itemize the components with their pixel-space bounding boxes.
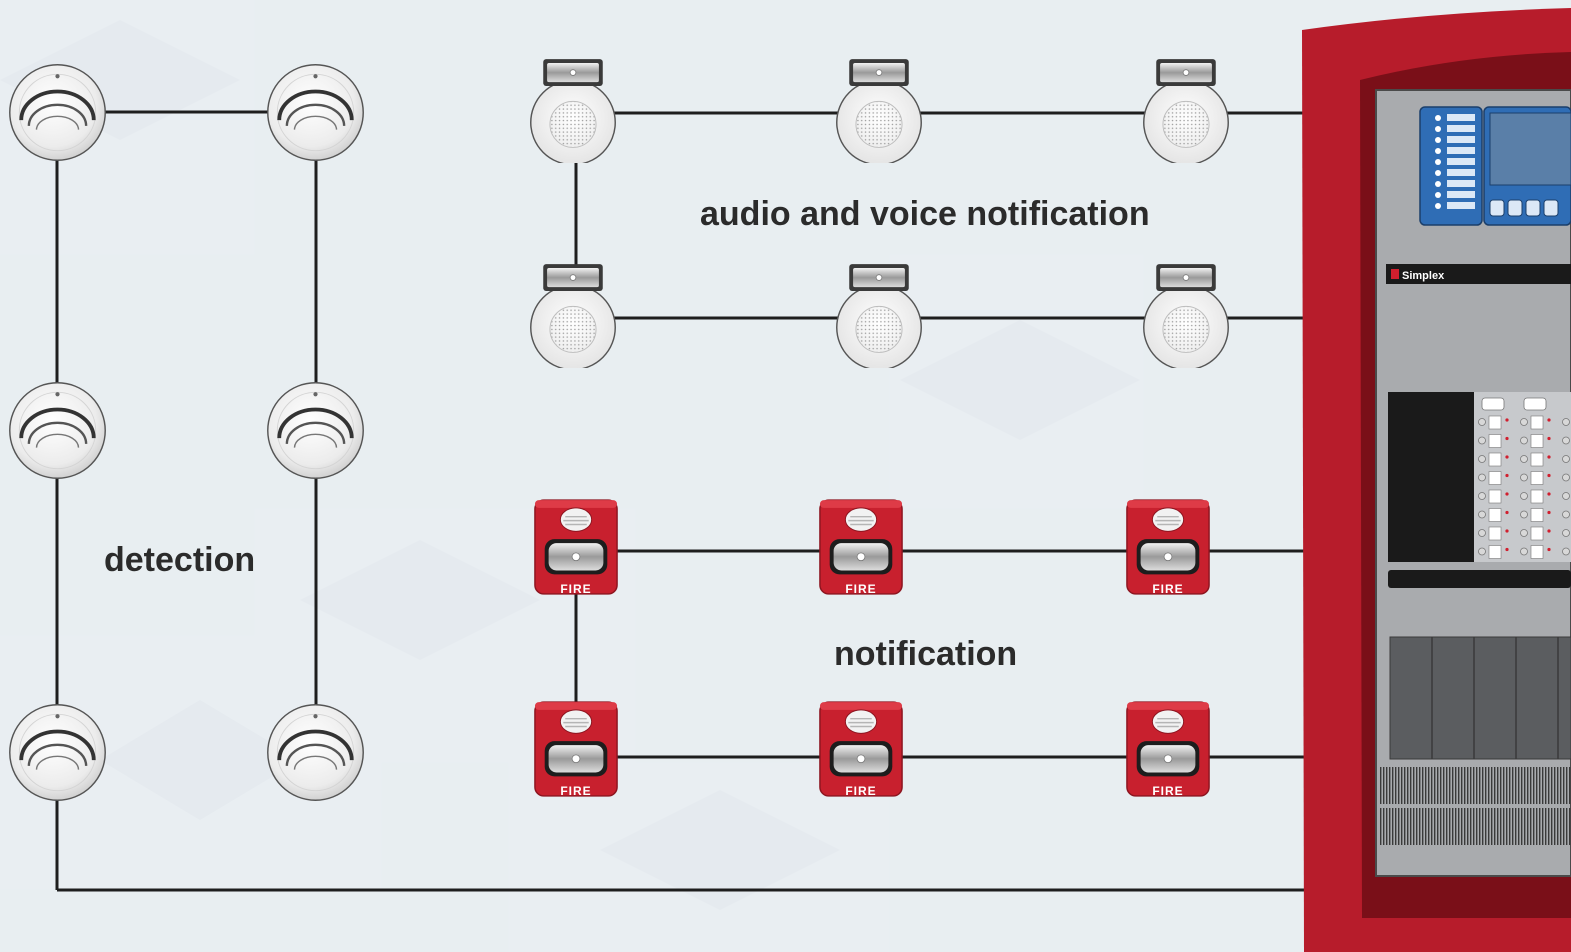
panel-led-indicator [1478, 492, 1486, 500]
strobe-label: FIRE [1152, 582, 1183, 596]
panel-led-indicator [1562, 436, 1570, 445]
panel-led-label-slot [1488, 415, 1502, 430]
panel-alarm-led [1505, 455, 1509, 459]
panel-led-rows [1478, 415, 1570, 559]
audio-voice-label: audio and voice notification [700, 195, 1150, 233]
smoke-detector-icon [7, 62, 108, 163]
panel-alarm-led [1505, 492, 1509, 496]
smoke-detector-icon [265, 62, 366, 163]
panel-led-indicator [1478, 455, 1486, 463]
panel-led-indicator [1520, 418, 1528, 426]
panel-brand-label: Simplex [1402, 270, 1445, 282]
panel-alarm-led [1505, 418, 1509, 422]
panel-led-indicator [1520, 455, 1528, 463]
panel-led-indicator [1562, 455, 1570, 463]
panel-led-indicator [1520, 473, 1528, 482]
horn-strobe: FIRE [1126, 701, 1210, 798]
panel-led-label-slot [1530, 489, 1544, 504]
smoke-detector-icon [7, 702, 108, 803]
speaker-strobe-icon [530, 58, 616, 163]
panel-led-indicator [1562, 473, 1570, 482]
panel-led-label-slot [1530, 415, 1544, 430]
strobe-label: FIRE [1152, 784, 1183, 798]
horn-strobe: FIRE [819, 701, 903, 798]
panel-alarm-led [1505, 510, 1509, 515]
panel-led-indicator [1478, 510, 1486, 519]
panel-led-indicator [1562, 492, 1570, 500]
panel-alarm-led [1505, 436, 1509, 441]
speaker-strobe-icon [1143, 263, 1229, 368]
panel-led-indicator [1562, 510, 1570, 519]
panel-led-indicator [1478, 436, 1486, 445]
panel-led-label-slot [1488, 471, 1502, 485]
panel-alarm-led [1505, 473, 1509, 478]
panel-led-label-slot [1530, 471, 1544, 485]
speaker-strobe-icon [836, 263, 922, 368]
panel-led-indicator [1520, 436, 1528, 445]
panel-led-label-slot [1530, 508, 1544, 522]
strobe-label: FIRE [560, 784, 591, 798]
horn-strobe: FIRE [1126, 499, 1210, 596]
panel-led-indicator [1478, 547, 1486, 556]
panel-led-indicator [1562, 418, 1570, 426]
panel-alarm-led [1547, 529, 1551, 533]
smoke-detector-icon [265, 380, 366, 481]
panel-led-indicator [1562, 547, 1570, 556]
smoke-detector-icon [265, 702, 366, 803]
horn-strobe-icon [534, 701, 618, 797]
strobe-label: FIRE [845, 582, 876, 596]
panel-alarm-led [1547, 547, 1551, 552]
panel-alarm-led [1505, 547, 1509, 552]
speaker-strobe-icon [836, 58, 922, 163]
horn-strobe-icon [819, 701, 903, 797]
panel-alarm-led [1547, 455, 1551, 459]
panel-led-label-slot [1488, 526, 1502, 541]
panel-alarm-led [1547, 492, 1551, 496]
horn-strobe-icon [1126, 499, 1210, 595]
horn-strobe: FIRE [819, 499, 903, 596]
panel-led-indicator [1562, 529, 1570, 537]
panel-alarm-led [1505, 529, 1509, 533]
panel-led-label-slot [1488, 545, 1502, 559]
notification-devices: FIRE FIRE FIRE FIRE FIRE FIRE [534, 499, 1210, 798]
notification-label: notification [834, 635, 1017, 673]
panel-alarm-led [1547, 510, 1551, 515]
panel-led-indicator [1478, 418, 1486, 426]
panel-alarm-led [1547, 473, 1551, 478]
smoke-detector-icon [7, 380, 108, 481]
panel-alarm-led [1547, 436, 1551, 441]
panel-led-label-slot [1488, 434, 1502, 448]
panel-alarm-led [1547, 418, 1551, 422]
panel-led-label-slot [1530, 434, 1544, 448]
panel-led-label-slot [1530, 545, 1544, 559]
panel-led-indicator [1520, 492, 1528, 500]
panel-led-label-slot [1488, 452, 1502, 467]
panel-led-label-slot [1488, 508, 1502, 522]
panel-led-label-slot [1488, 489, 1502, 504]
horn-strobe-icon [819, 499, 903, 595]
fire-alarm-control-panel-icon: Simplex [1302, 8, 1571, 952]
speaker-strobe-icon [1143, 58, 1229, 163]
detection-label: detection [104, 541, 255, 579]
horn-strobe-icon [1126, 701, 1210, 797]
panel-led-indicator [1520, 510, 1528, 519]
panel-led-indicator [1478, 473, 1486, 482]
horn-strobe: FIRE [534, 701, 618, 798]
speaker-strobe-icon [530, 263, 616, 368]
panel-led-label-slot [1530, 452, 1544, 467]
horn-strobe-icon [534, 499, 618, 595]
panel-led-indicator [1478, 529, 1486, 537]
panel-led-label-slot [1530, 526, 1544, 541]
strobe-label: FIRE [560, 582, 591, 596]
horn-strobe: FIRE [534, 499, 618, 596]
panel-led-indicator [1520, 547, 1528, 556]
strobe-label: FIRE [845, 784, 876, 798]
panel-led-indicator [1520, 529, 1528, 537]
